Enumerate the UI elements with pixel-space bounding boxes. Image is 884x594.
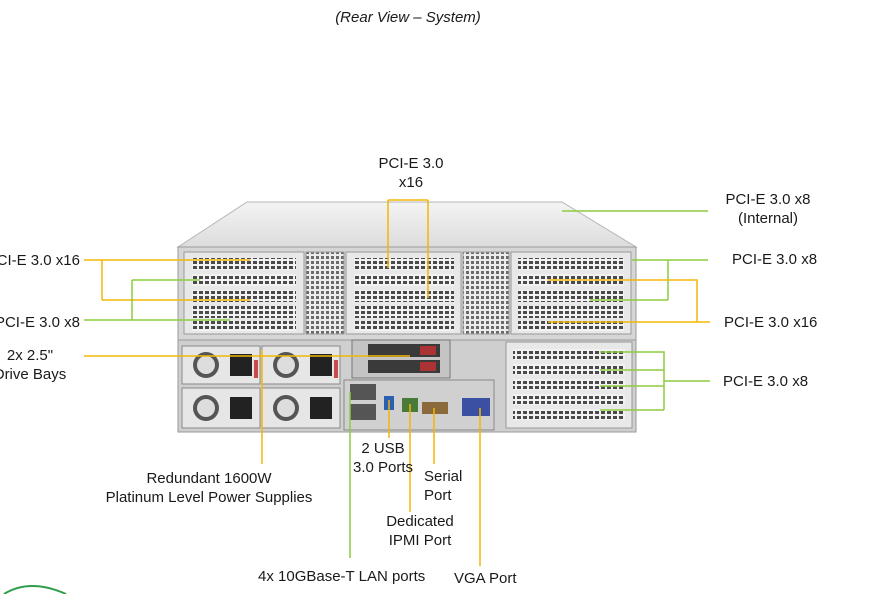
callout-lines [84, 199, 710, 566]
upper-center-grille [462, 251, 510, 335]
label-pcie-left-x16: PCI-E 3.0 x16 [0, 252, 80, 269]
logo-fragment [3, 585, 67, 594]
upper-left-grille [305, 251, 345, 335]
label-pcie-right-x16: PCI-E 3.0 x16 [724, 314, 818, 331]
drive-bays [351, 339, 451, 379]
rear-view-caption: (Rear View – System) [335, 9, 481, 26]
pcie-slots-lower-right [505, 341, 633, 429]
label-vga: VGA Port [454, 570, 517, 587]
label-pcie-right-internal: PCI-E 3.0 x8(Internal) [725, 191, 811, 227]
pcie-slots-upper-center [345, 251, 462, 335]
power-supplies [181, 345, 341, 429]
pcie-slots-upper-left [183, 251, 305, 335]
rear-io-panel [343, 379, 495, 431]
label-lan: 4x 10GBase-T LAN ports [258, 568, 426, 585]
label-pcie-right-x8-lower: PCI-E 3.0 x8 [723, 373, 809, 390]
label-drive-bays: 2x 2.5"Drive Bays [0, 347, 67, 383]
label-pcie-left-x8: PCI-E 3.0 x8 [0, 314, 80, 331]
label-pcie-right-x8-upper: PCI-E 3.0 x8 [732, 251, 818, 268]
